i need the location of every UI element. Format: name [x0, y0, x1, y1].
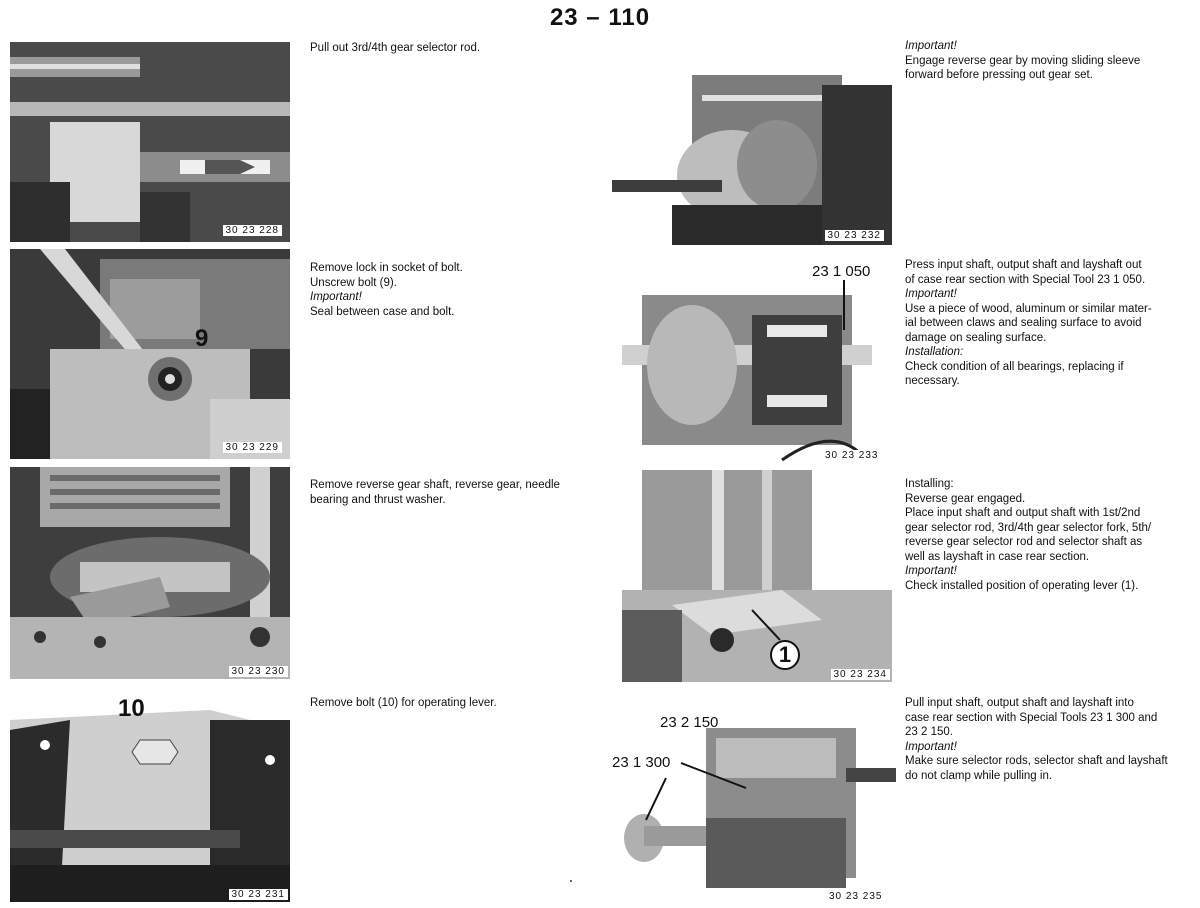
- step-1-line: Pull out 3rd/4th gear selector rod.: [310, 42, 481, 54]
- step-8-line: Pull input shaft, output shaft and laysh…: [905, 697, 1134, 709]
- step-7-line: reverse gear selector rod and selector s…: [905, 536, 1143, 548]
- step-7-line: Installing:: [905, 478, 954, 490]
- step-1-text: Pull out 3rd/4th gear selector rod.: [310, 41, 590, 56]
- step-6-line: Check condition of all bearings, replaci…: [905, 360, 1124, 373]
- photo-gear-set-case: 30 23 232: [612, 45, 892, 245]
- callout-9: 9: [195, 325, 209, 352]
- photo-illustration: [10, 690, 290, 902]
- step-4-line: Remove bolt (10) for operating lever.: [310, 697, 497, 709]
- photo-illustration: [10, 467, 290, 679]
- photo-special-tool-press: 23 1 050 30 23 233: [612, 255, 892, 463]
- step-6-line: Use a piece of wood, aluminum or similar…: [905, 302, 1152, 315]
- step-6-line: necessary.: [905, 375, 960, 387]
- page-number: 23 – 110: [549, 4, 651, 31]
- step-8-line: do not clamp while pulling in.: [905, 769, 1053, 782]
- photo-id-label: 30 23 231: [228, 889, 288, 900]
- photo-id-label: 30 23 233: [822, 450, 882, 461]
- step-7-line: Check installed position of operating le…: [905, 579, 1139, 592]
- callout-23-2-150: 23 2 150: [660, 714, 719, 731]
- photo-id-label: 30 23 232: [824, 230, 884, 241]
- photo-id-label: 30 23 235: [826, 891, 886, 902]
- step-5-important: Important!: [905, 40, 957, 52]
- step-7-important: Important!: [905, 565, 957, 577]
- photo-illustration: [606, 708, 896, 904]
- photo-id-label: 30 23 229: [222, 442, 282, 453]
- callout-1: 1: [770, 640, 800, 670]
- step-6-line: of case rear section with Special Tool 2…: [905, 273, 1146, 286]
- step-8-line: 23 2 150.: [905, 726, 953, 738]
- step-7-line: Place input shaft and output shaft with …: [905, 507, 1141, 519]
- step-5-text: Important! Engage reverse gear by moving…: [905, 39, 1195, 83]
- photo-gear-selector-rod: 30 23 228: [10, 42, 290, 242]
- step-5-line: Engage reverse gear by moving sliding sl…: [905, 54, 1141, 67]
- step-6-important: Important!: [905, 288, 957, 300]
- photo-bolt-socket: 9 30 23 229: [10, 249, 290, 459]
- step-6-line: ial between claws and sealing surface to…: [905, 317, 1142, 329]
- step-2-line: Seal between case and bolt.: [310, 305, 455, 318]
- photo-special-tools-pull: 23 2 150 23 1 300 30 23 235: [606, 708, 896, 904]
- photo-illustration: [612, 45, 892, 245]
- step-7-line: gear selector rod, 3rd/4th gear selector…: [905, 521, 1152, 534]
- callout-10: 10: [118, 695, 145, 722]
- step-3-text: Remove reverse gear shaft, reverse gear,…: [310, 478, 600, 507]
- callout-23-1-050: 23 1 050: [812, 263, 871, 280]
- photo-id-label: 30 23 234: [830, 669, 890, 680]
- photo-illustration: [10, 42, 290, 242]
- photo-operating-lever-position: 1 30 23 234: [622, 470, 892, 682]
- step-2-important: Important!: [310, 291, 362, 303]
- photo-reverse-gear: 30 23 230: [10, 467, 290, 679]
- step-6-text: Press input shaft, output shaft and lays…: [905, 258, 1195, 389]
- step-6-installation: Installation:: [905, 346, 964, 358]
- step-5-line: forward before pressing out gear set.: [905, 69, 1093, 81]
- step-6-line: Press input shaft, output shaft and lays…: [905, 259, 1142, 271]
- step-8-important: Important!: [905, 740, 957, 753]
- step-7-text: Installing: Reverse gear engaged. Place …: [905, 477, 1195, 593]
- photo-illustration: [622, 470, 892, 682]
- step-8-line: case rear section with Special Tools 23 …: [905, 711, 1158, 724]
- step-7-line: Reverse gear engaged.: [905, 492, 1026, 505]
- photo-operating-lever-bolt: 10 30 23 231: [10, 690, 290, 902]
- step-2-line: Remove lock in socket of bolt.: [310, 262, 463, 274]
- scan-dot: [570, 880, 572, 882]
- step-8-text: Pull input shaft, output shaft and laysh…: [905, 696, 1195, 783]
- step-8-line: Make sure selector rods, selector shaft …: [905, 755, 1168, 767]
- step-7-line: well as layshaft in case rear section.: [905, 550, 1090, 563]
- step-3-line: Remove reverse gear shaft, reverse gear,…: [310, 479, 560, 491]
- photo-id-label: 30 23 230: [228, 666, 288, 677]
- callout-23-1-300: 23 1 300: [612, 754, 671, 771]
- step-2-text: Remove lock in socket of bolt. Unscrew b…: [310, 261, 590, 319]
- photo-illustration: [612, 255, 892, 463]
- photo-id-label: 30 23 228: [222, 225, 282, 236]
- step-6-line: damage on sealing surface.: [905, 331, 1047, 344]
- photo-illustration: [10, 249, 290, 459]
- step-3-line: bearing and thrust washer.: [310, 493, 446, 506]
- step-4-text: Remove bolt (10) for operating lever.: [310, 696, 590, 711]
- step-2-line: Unscrew bolt (9).: [310, 276, 397, 289]
